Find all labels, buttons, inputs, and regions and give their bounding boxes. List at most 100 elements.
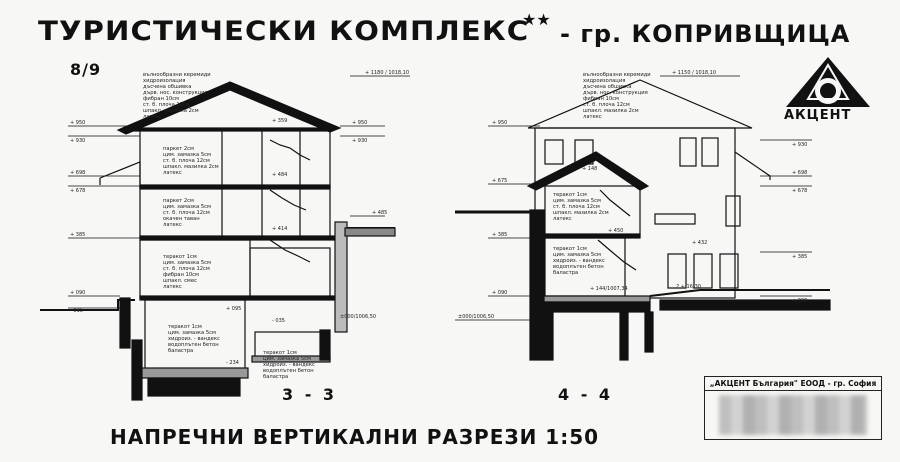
level-far-right-0: + 930 <box>792 142 807 148</box>
svg-text:хидроиз. - вандекс: хидроиз. - вандекс <box>263 362 315 368</box>
svg-text:шпакл. мазилка 2см: шпакл. мазилка 2см <box>143 108 199 114</box>
svg-text:цим. замазка 5см: цим. замазка 5см <box>163 260 211 266</box>
svg-text:хидроизолация: хидроизолация <box>583 78 625 84</box>
svg-text:теракот 1см: теракот 1см <box>263 350 297 356</box>
svg-text:вълнообразни керемиди: вълнообразни керемиди <box>583 72 651 78</box>
svg-text:фибран 10см: фибран 10см <box>163 272 199 278</box>
svg-text:цим. замазка 5см: цим. замазка 5см <box>168 330 216 336</box>
akcent-logo-icon <box>786 57 870 107</box>
title-city: - гр. КОПРИВЩИЦА <box>560 20 851 48</box>
level-left-2: + 698 <box>70 170 85 176</box>
svg-text:цим. замазка 5см: цим. замазка 5см <box>553 252 601 258</box>
svg-text:хидроиз. - вандекс: хидроиз. - вандекс <box>553 258 605 264</box>
level-left-5: + 090 <box>70 290 85 296</box>
svg-text:паркет 2см: паркет 2см <box>163 198 194 204</box>
svg-text:дъсчена обшивка: дъсчена обшивка <box>583 84 631 90</box>
logo-text: АКЦЕНТ <box>784 108 852 123</box>
svg-text:ст. б. плоча 12см: ст. б. плоча 12см <box>163 210 210 216</box>
title-stars: ★★ <box>522 10 551 29</box>
svg-text:шпакл. мазилка 2см: шпакл. мазилка 2см <box>163 164 219 170</box>
level-right-2: + 385 <box>492 232 507 238</box>
svg-text:теракот 1см: теракот 1см <box>553 246 587 252</box>
level-mid-1: + 930 <box>352 138 367 144</box>
svg-text:фибран 10см: фибран 10см <box>583 96 619 102</box>
mark-3: + 095 <box>226 306 241 312</box>
svg-text:ст. б. плоча 12см: ст. б. плоча 12см <box>143 102 190 108</box>
level-left-3: + 678 <box>70 188 85 194</box>
svg-text:баластра: баластра <box>263 374 288 380</box>
title-block-stamp: „АКЦЕНТ България" ЕООД - гр. София <box>704 376 882 440</box>
right-level-inner-2: + 148 <box>582 166 597 172</box>
ground-left: ±000/1006,50 <box>340 314 376 320</box>
sheet-number: 8/9 <box>70 60 102 79</box>
right-level-inner-1: + 432 <box>692 240 707 246</box>
svg-text:ст. б. плоча 12см: ст. б. плоча 12см <box>553 204 600 210</box>
roof-right-back <box>527 79 753 129</box>
svg-text:вълнообразни керемиди: вълнообразни керемиди <box>143 72 211 78</box>
svg-text:ст. б. плоча 12см: ст. б. плоча 12см <box>583 102 630 108</box>
svg-text:баластра: баластра <box>553 270 578 276</box>
svg-text:фибран 10см: фибран 10см <box>143 96 179 102</box>
level-mid-0: + 950 <box>352 120 367 126</box>
svg-text:паркет 2см: паркет 2см <box>163 146 194 152</box>
svg-text:латекс: латекс <box>143 114 162 120</box>
svg-text:цим. замазка 5см: цим. замазка 5см <box>163 204 211 210</box>
level-far-right-4: + 090 <box>792 298 807 304</box>
right-floor-notes-a: теракот 1см цим. замазка 5см ст. б. плоч… <box>553 192 609 222</box>
floor-notes-e: теракот 1см цим. замазка 5см хидроиз. - … <box>263 350 315 380</box>
svg-text:латекс: латекс <box>583 114 602 120</box>
svg-text:латекс: латекс <box>163 170 182 176</box>
svg-text:шпакл. смес: шпакл. смес <box>163 278 197 284</box>
svg-text:дърв. нос. конструкция: дърв. нос. конструкция <box>143 90 208 96</box>
floor-notes-b: паркет 2см цим. замазка 5см ст. б. плоча… <box>163 198 211 228</box>
svg-text:латекс: латекс <box>163 284 182 290</box>
ground-right: ±000/1006,50 <box>458 314 494 320</box>
mark-4: - 035 <box>272 318 285 324</box>
svg-text:цим. замазка 5см: цим. замазка 5см <box>163 152 211 158</box>
svg-text:водоплътен бетон: водоплътен бетон <box>553 264 604 270</box>
level-left-4: + 385 <box>70 232 85 238</box>
section-label-3-3: 3 - 3 <box>282 385 338 404</box>
floor-notes-d: теракот 1см цим. замазка 5см хидроиз. - … <box>168 324 220 354</box>
svg-text:хидроизолация: хидроизолация <box>143 78 185 84</box>
svg-text:теракот 1см: теракот 1см <box>553 192 587 198</box>
mark-0: + 359 <box>272 118 287 124</box>
svg-text:латекс: латекс <box>553 216 572 222</box>
stamp-redacted-area <box>719 395 867 435</box>
svg-text:хидроиз. - вандекс: хидроиз. - вандекс <box>168 336 220 342</box>
ridge-right: + 1150 / 1018,10 <box>672 70 716 76</box>
svg-text:дърв. нос. конструкция: дърв. нос. конструкция <box>583 90 648 96</box>
svg-text:цим. замазка 5см: цим. замазка 5см <box>263 356 311 362</box>
level-far-right-3: + 385 <box>792 254 807 260</box>
bottom-title: НАПРЕЧНИ ВЕРТИКАЛНИ РАЗРЕЗИ 1:50 <box>110 425 600 449</box>
stamp-company: „АКЦЕНТ България" ЕООД - гр. София <box>705 377 881 391</box>
floor-notes-a: паркет 2см цим. замазка 5см ст. б. плоча… <box>163 146 219 176</box>
level-far-right-2: + 678 <box>792 188 807 194</box>
svg-text:водоплътен бетон: водоплътен бетон <box>168 342 219 348</box>
mark-5: - 234 <box>226 360 239 366</box>
svg-text:теракот 1см: теракот 1см <box>163 254 197 260</box>
svg-text:шпакл. мазилка 2см: шпакл. мазилка 2см <box>553 210 609 216</box>
page-title: ТУРИСТИЧЕСКИ КОМПЛЕКС <box>38 16 530 47</box>
svg-text:теракот 1см: теракот 1см <box>168 324 202 330</box>
svg-text:латекс: латекс <box>163 222 182 228</box>
level-left-1: + 930 <box>70 138 85 144</box>
svg-text:водоплътен бетон: водоплътен бетон <box>263 368 314 374</box>
mark-2: + 414 <box>272 226 287 232</box>
level-left-0: + 950 <box>70 120 85 126</box>
svg-text:баластра: баластра <box>168 348 193 354</box>
mark-1: + 484 <box>272 172 287 178</box>
right-floor-notes-b: теракот 1см цим. замазка 5см хидроиз. - … <box>553 246 605 276</box>
mark-6: 2 + 16/30 <box>676 284 701 290</box>
svg-text:ст. б. плоча 12см: ст. б. плоча 12см <box>163 158 210 164</box>
level-right-1: + 675 <box>492 178 507 184</box>
level-mid-2: + 485 <box>372 210 387 216</box>
level-left-6: - 035 <box>70 308 83 314</box>
svg-text:ст. б. плоча 12см: ст. б. плоча 12см <box>163 266 210 272</box>
right-level-inner-3: + 144/1007,34 <box>590 286 628 292</box>
svg-text:дъсчена обшивка: дъсчена обшивка <box>143 84 191 90</box>
right-level-inner-0: + 450 <box>608 228 623 234</box>
level-right-3: + 090 <box>492 290 507 296</box>
